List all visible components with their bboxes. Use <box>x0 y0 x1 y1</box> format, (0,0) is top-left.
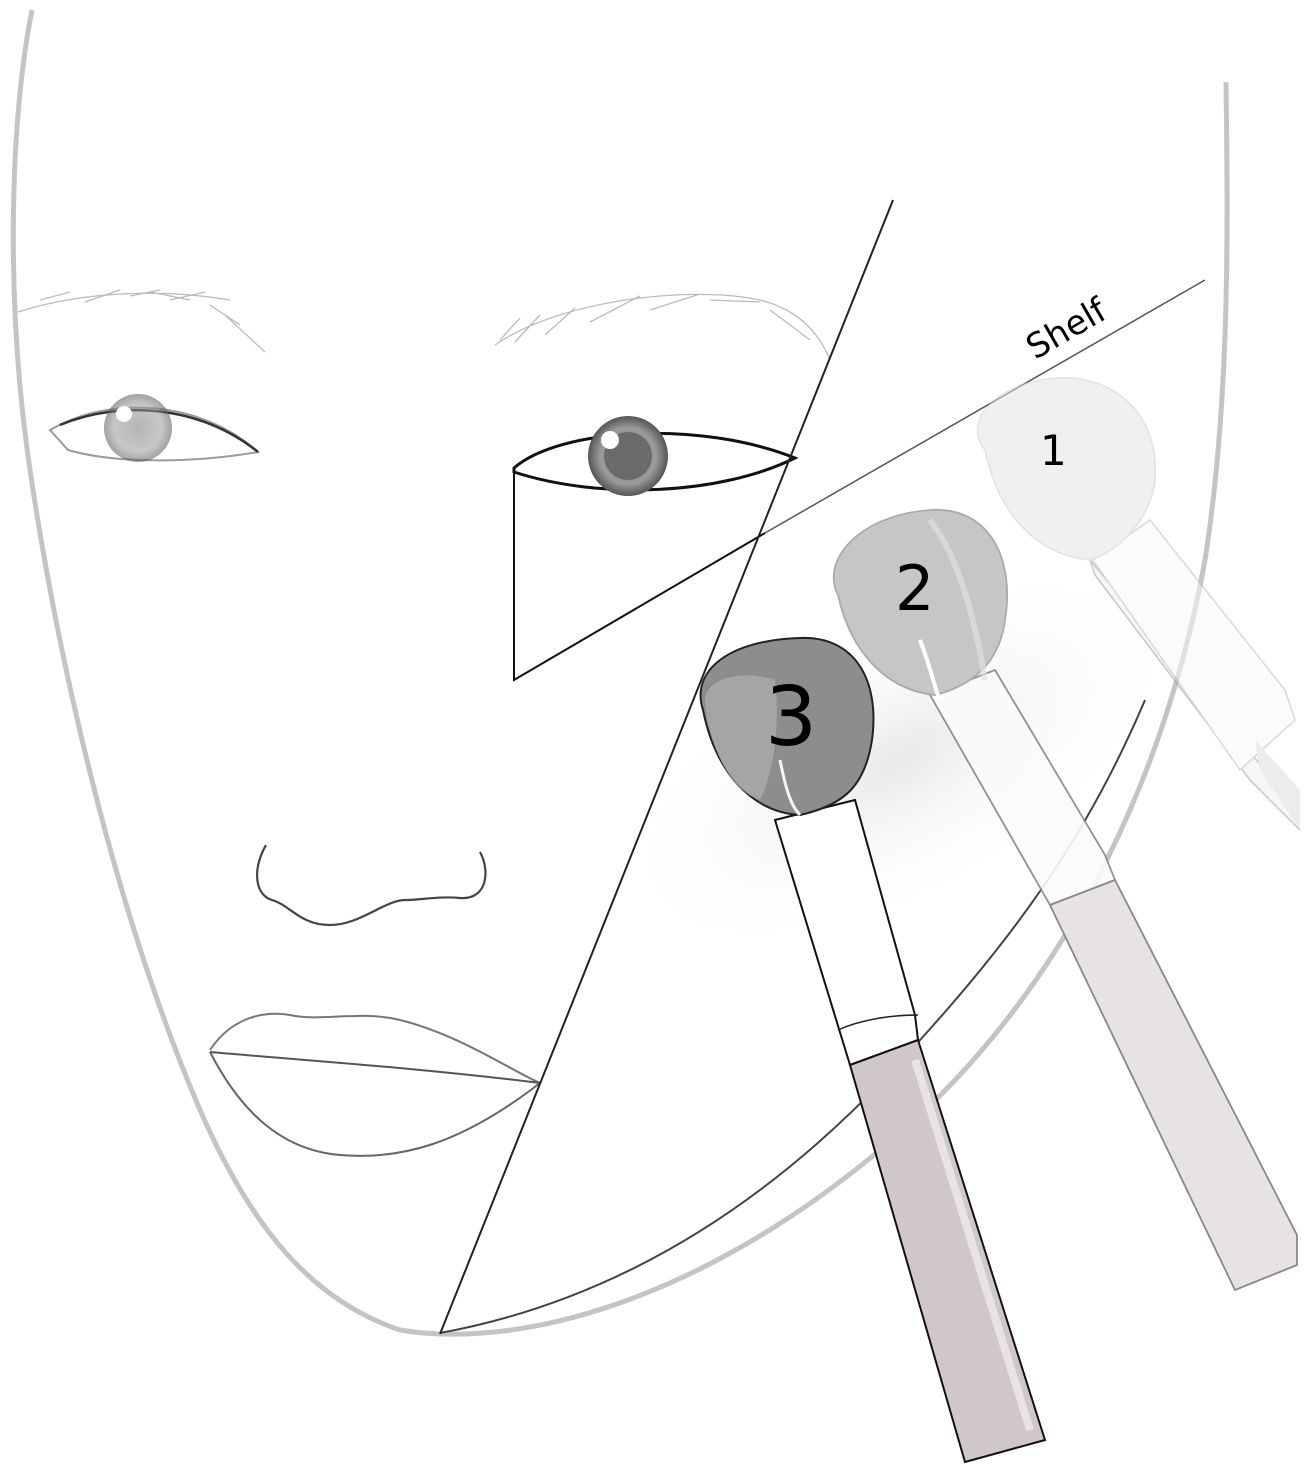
left-eye <box>50 394 258 462</box>
shelf-label: Shelf <box>1020 290 1115 368</box>
nose <box>257 845 485 925</box>
highlight-triangle <box>514 472 765 680</box>
brush-2-label: 2 <box>895 552 934 625</box>
left-eyebrow <box>18 290 265 352</box>
brush-1-label: 1 <box>1040 426 1067 475</box>
right-eye <box>514 416 795 496</box>
right-eyebrow <box>495 294 830 360</box>
lips <box>210 1014 540 1156</box>
brush-3-label: 3 <box>765 670 817 765</box>
